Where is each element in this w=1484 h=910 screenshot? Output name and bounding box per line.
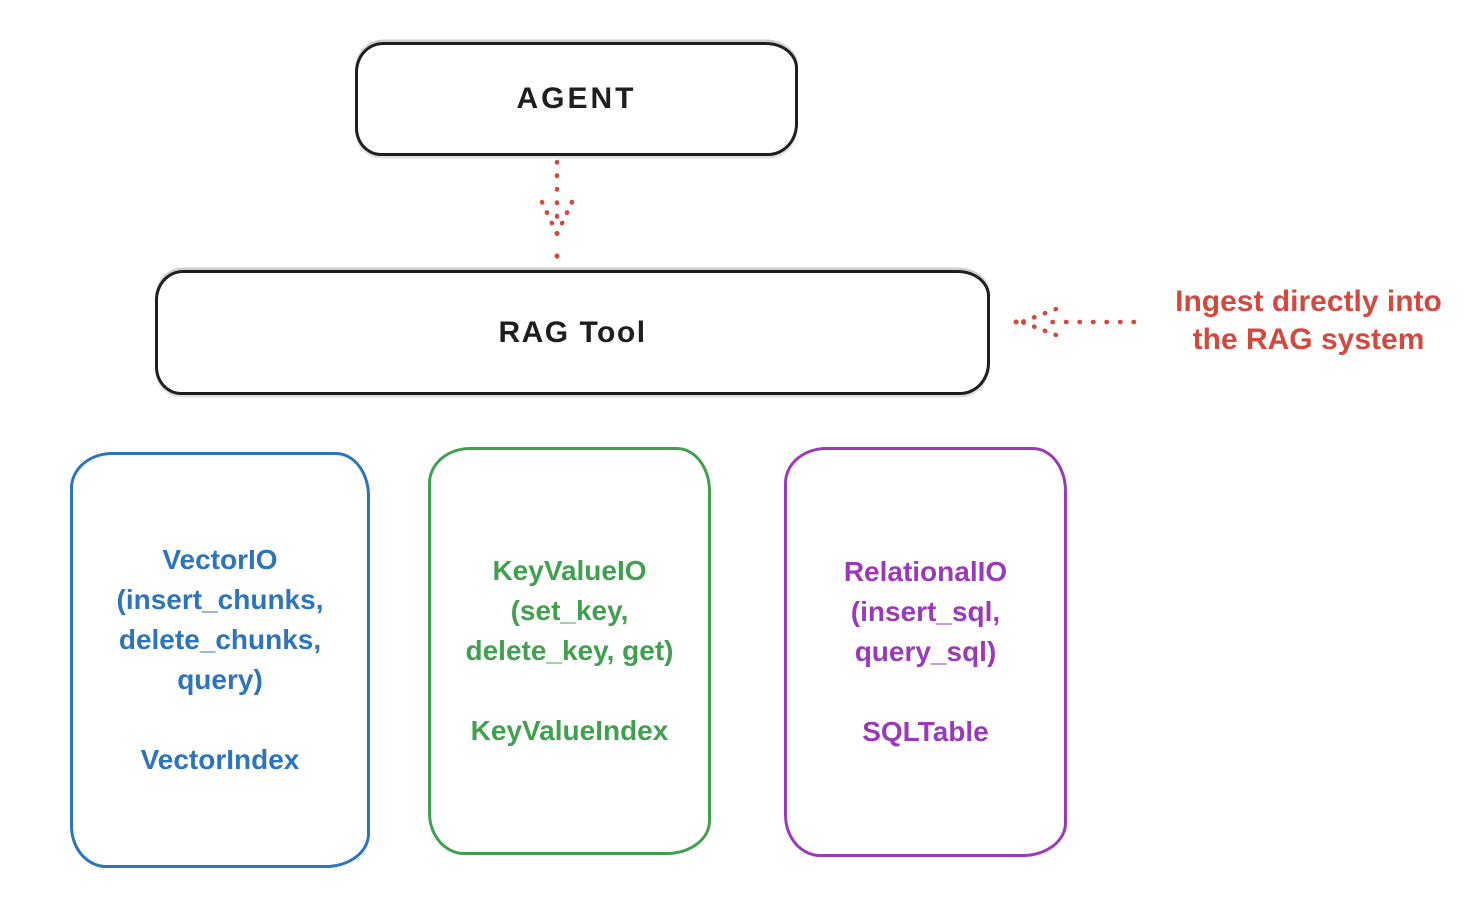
keyvalue-io-line: KeyValueIO <box>492 555 647 586</box>
ingest-annotation-line-2: the RAG system <box>1192 323 1425 356</box>
keyvalue-io-node: KeyValueIO (set_key, delete_key, get) Ke… <box>428 447 711 855</box>
vector-io-line: VectorIO <box>162 544 278 575</box>
ingest-annotation: Ingest directly into the RAG system <box>1133 283 1484 359</box>
relational-io-line: query_sql) <box>854 636 997 667</box>
rag-tool-label: RAG Tool <box>498 315 647 349</box>
relational-io-line: RelationalIO <box>843 556 1008 587</box>
keyvalue-io-line: delete_key, get) <box>465 635 674 666</box>
ingest-annotation-line-1: Ingest directly into <box>1175 285 1442 318</box>
keyvalue-io-line: (set_key, <box>510 595 629 626</box>
vector-io-line: query) <box>177 664 263 695</box>
relational-io-line: (insert_sql, <box>850 596 1001 627</box>
rag-tool-node: RAG Tool <box>155 270 990 395</box>
agent-label: AGENT <box>516 82 637 115</box>
keyvalue-index-label: KeyValueIndex <box>470 715 669 746</box>
agent-node: AGENT <box>355 42 798 156</box>
vector-io-node: VectorIO (insert_chunks, delete_chunks, … <box>70 452 370 868</box>
dotted-arrow-left-icon <box>1013 306 1137 338</box>
dotted-arrow-down-icon <box>539 159 575 259</box>
vector-index-label: VectorIndex <box>140 744 300 775</box>
vector-io-line: delete_chunks, <box>118 624 322 655</box>
sql-table-label: SQLTable <box>862 716 989 747</box>
vector-io-line: (insert_chunks, <box>116 584 324 615</box>
relational-io-node: RelationalIO (insert_sql, query_sql) SQL… <box>784 447 1067 857</box>
